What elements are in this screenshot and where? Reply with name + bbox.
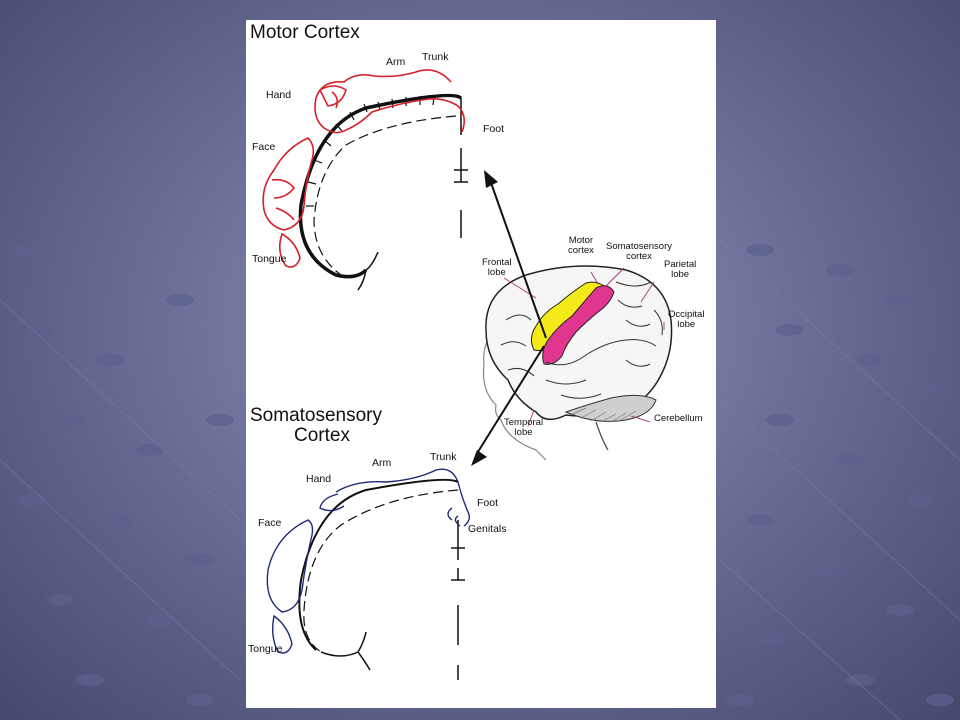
brain-label-somato-line1: Somatosensory: [606, 241, 673, 252]
somato-label-foot: Foot: [477, 497, 499, 509]
motor-label-trunk: Trunk: [422, 51, 449, 63]
brain-label-cerebellum: Cerebellum: [654, 413, 703, 424]
brain-label-somatosensory-cortex: Somatosensory cortex: [606, 242, 672, 262]
brain-label-temporal-line2: lobe: [514, 426, 533, 438]
brain-label-frontal-lobe: Frontal lobe: [482, 258, 512, 278]
somato-label-arm: Arm: [372, 457, 392, 469]
somatosensory-title-line2: Cortex: [294, 425, 350, 446]
brain-homunculus-diagram: Motor Cortex Trunk Arm Hand Foot Face To…: [246, 20, 716, 708]
brain-label-parietal-line1: Parietal: [664, 259, 697, 270]
somato-label-genitals: Genitals: [468, 523, 507, 535]
brain-label-frontal-line2: lobe: [487, 266, 506, 278]
brain-label-motor-line2: cortex: [568, 244, 594, 256]
motor-label-hand: Hand: [266, 89, 292, 101]
somato-label-hand: Hand: [306, 473, 332, 485]
motor-label-arm: Arm: [386, 56, 406, 68]
motor-label-face: Face: [252, 141, 276, 153]
brain-label-parietal-line2: lobe: [671, 268, 690, 280]
brain-label-temporal-line1: Temporal: [504, 417, 544, 428]
brain-label-parietal-lobe: Parietal lobe: [664, 260, 696, 280]
brain-label-pointers: [503, 267, 665, 427]
motor-cortex-section: [298, 93, 468, 291]
motor-label-tongue: Tongue: [252, 253, 287, 265]
somatosensory-homunculus: [266, 468, 471, 654]
brain-label-motor-cortex: Motor cortex: [568, 236, 594, 256]
motor-label-foot: Foot: [483, 123, 505, 135]
brain-label-occipital-line1: Occipital: [668, 309, 705, 320]
somatosensory-title-line1: Somatosensory: [250, 405, 383, 426]
somatosensory-section: [298, 478, 465, 680]
brain-lateral-view: [482, 265, 673, 461]
motor-cortex-title: Motor Cortex: [250, 22, 360, 43]
brain-label-frontal-line1: Frontal: [482, 257, 512, 268]
somato-label-trunk: Trunk: [430, 451, 457, 463]
diagram-drawing: [262, 69, 673, 680]
somato-label-face: Face: [258, 517, 282, 529]
motor-homunculus: [262, 69, 466, 268]
brain-label-occipital-lobe: Occipital lobe: [668, 310, 704, 330]
somato-label-tongue: Tongue: [248, 643, 283, 655]
brain-label-temporal-lobe: Temporal lobe: [504, 418, 543, 438]
connecting-arrow: [471, 170, 547, 466]
brain-label-occipital-line2: lobe: [677, 318, 696, 330]
brain-label-somato-line2: cortex: [626, 250, 652, 262]
brain-label-motor-line1: Motor: [568, 235, 594, 246]
